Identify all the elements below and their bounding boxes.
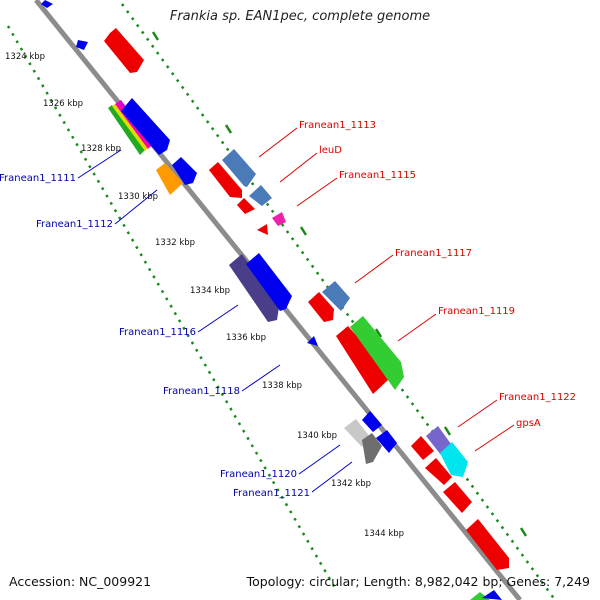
feature-arrow (112, 104, 148, 151)
feature-arrow (411, 436, 434, 460)
left-tick-track (6, 25, 337, 589)
feature-arrow (222, 149, 256, 187)
gene-label: Franean1_1111 (0, 173, 76, 184)
feature-arrow (308, 292, 334, 322)
feature-arrow (229, 254, 279, 322)
gene-label: Franean1_1121 (233, 488, 310, 499)
feature-arrow (246, 253, 292, 311)
kbp-label: 1342 kbp (331, 479, 371, 489)
kbp-ticks (151, 31, 528, 537)
gene-label: Franean1_1120 (220, 469, 297, 480)
feature-arrow (121, 98, 170, 155)
feature-arrow (376, 430, 397, 453)
kbp-label: 1338 kbp (262, 381, 302, 391)
feature-arrow (172, 157, 197, 185)
feature-arrow (237, 198, 255, 214)
feature-arrow (426, 426, 451, 455)
kbp-label-group: 1324 kbp 1326 kbp 1328 kbp 1330 kbp 1332… (5, 52, 404, 539)
kbp-label: 1326 kbp (43, 99, 83, 109)
topology-text: Topology: circular; Length: 8,982,042 bp… (246, 574, 590, 589)
right-tick-track (120, 3, 557, 600)
gene-labels-left: Franean1_1111 Franean1_1112 Franean1_111… (0, 173, 310, 499)
feature-arrow (350, 316, 404, 390)
kbp-label: 1336 kbp (226, 333, 266, 343)
kbp-label: 1340 kbp (297, 431, 337, 441)
feature-arrow (272, 212, 286, 226)
gene-label: leuD (319, 145, 342, 156)
feature-arrow (156, 163, 183, 195)
gene-label: gpsA (516, 418, 541, 429)
feature-arrow (76, 40, 88, 50)
accession-text: Accession: NC_009921 (9, 574, 152, 589)
gene-label: Franean1_1113 (299, 120, 376, 131)
gene-label: Franean1_1112 (36, 219, 113, 230)
feature-arrow (336, 326, 388, 394)
gene-label: Franean1_1122 (499, 392, 576, 403)
feature-arrow (362, 433, 382, 464)
feature-arrow (322, 281, 350, 311)
feature-arrow (249, 185, 272, 206)
feature-arrow (209, 162, 242, 198)
kbp-label: 1328 kbp (81, 144, 121, 154)
gene-features (41, 0, 509, 600)
gene-label: Franean1_1117 (395, 248, 472, 259)
feature-arrow (108, 105, 145, 155)
label-connectors-right (258, 127, 515, 452)
feature-arrow (41, 0, 53, 8)
kbp-label: 1334 kbp (190, 286, 230, 296)
feature-arrow (307, 336, 318, 346)
kbp-label: 1330 kbp (118, 192, 158, 202)
gene-label: Franean1_1119 (438, 306, 515, 317)
kbp-label: 1344 kbp (364, 529, 404, 539)
kbp-label: 1324 kbp (5, 52, 45, 62)
kbp-label: 1332 kbp (155, 238, 195, 248)
gene-labels-right: Franean1_1113 leuD Franean1_1115 Franean… (299, 120, 576, 429)
feature-arrow (482, 590, 502, 600)
label-connectors-left (77, 149, 353, 493)
feature-arrow (466, 519, 509, 570)
map-title: Frankia sp. EAN1pec, complete genome (169, 9, 431, 24)
feature-arrow (104, 28, 144, 73)
gene-label: Franean1_1116 (119, 327, 196, 338)
gene-label: Franean1_1118 (163, 386, 240, 397)
feature-arrow (362, 411, 382, 432)
feature-arrow (257, 224, 268, 235)
feature-arrow (425, 458, 452, 485)
gene-label: Franean1_1115 (339, 170, 416, 181)
feature-arrow (443, 482, 472, 513)
feature-arrow (440, 442, 468, 477)
